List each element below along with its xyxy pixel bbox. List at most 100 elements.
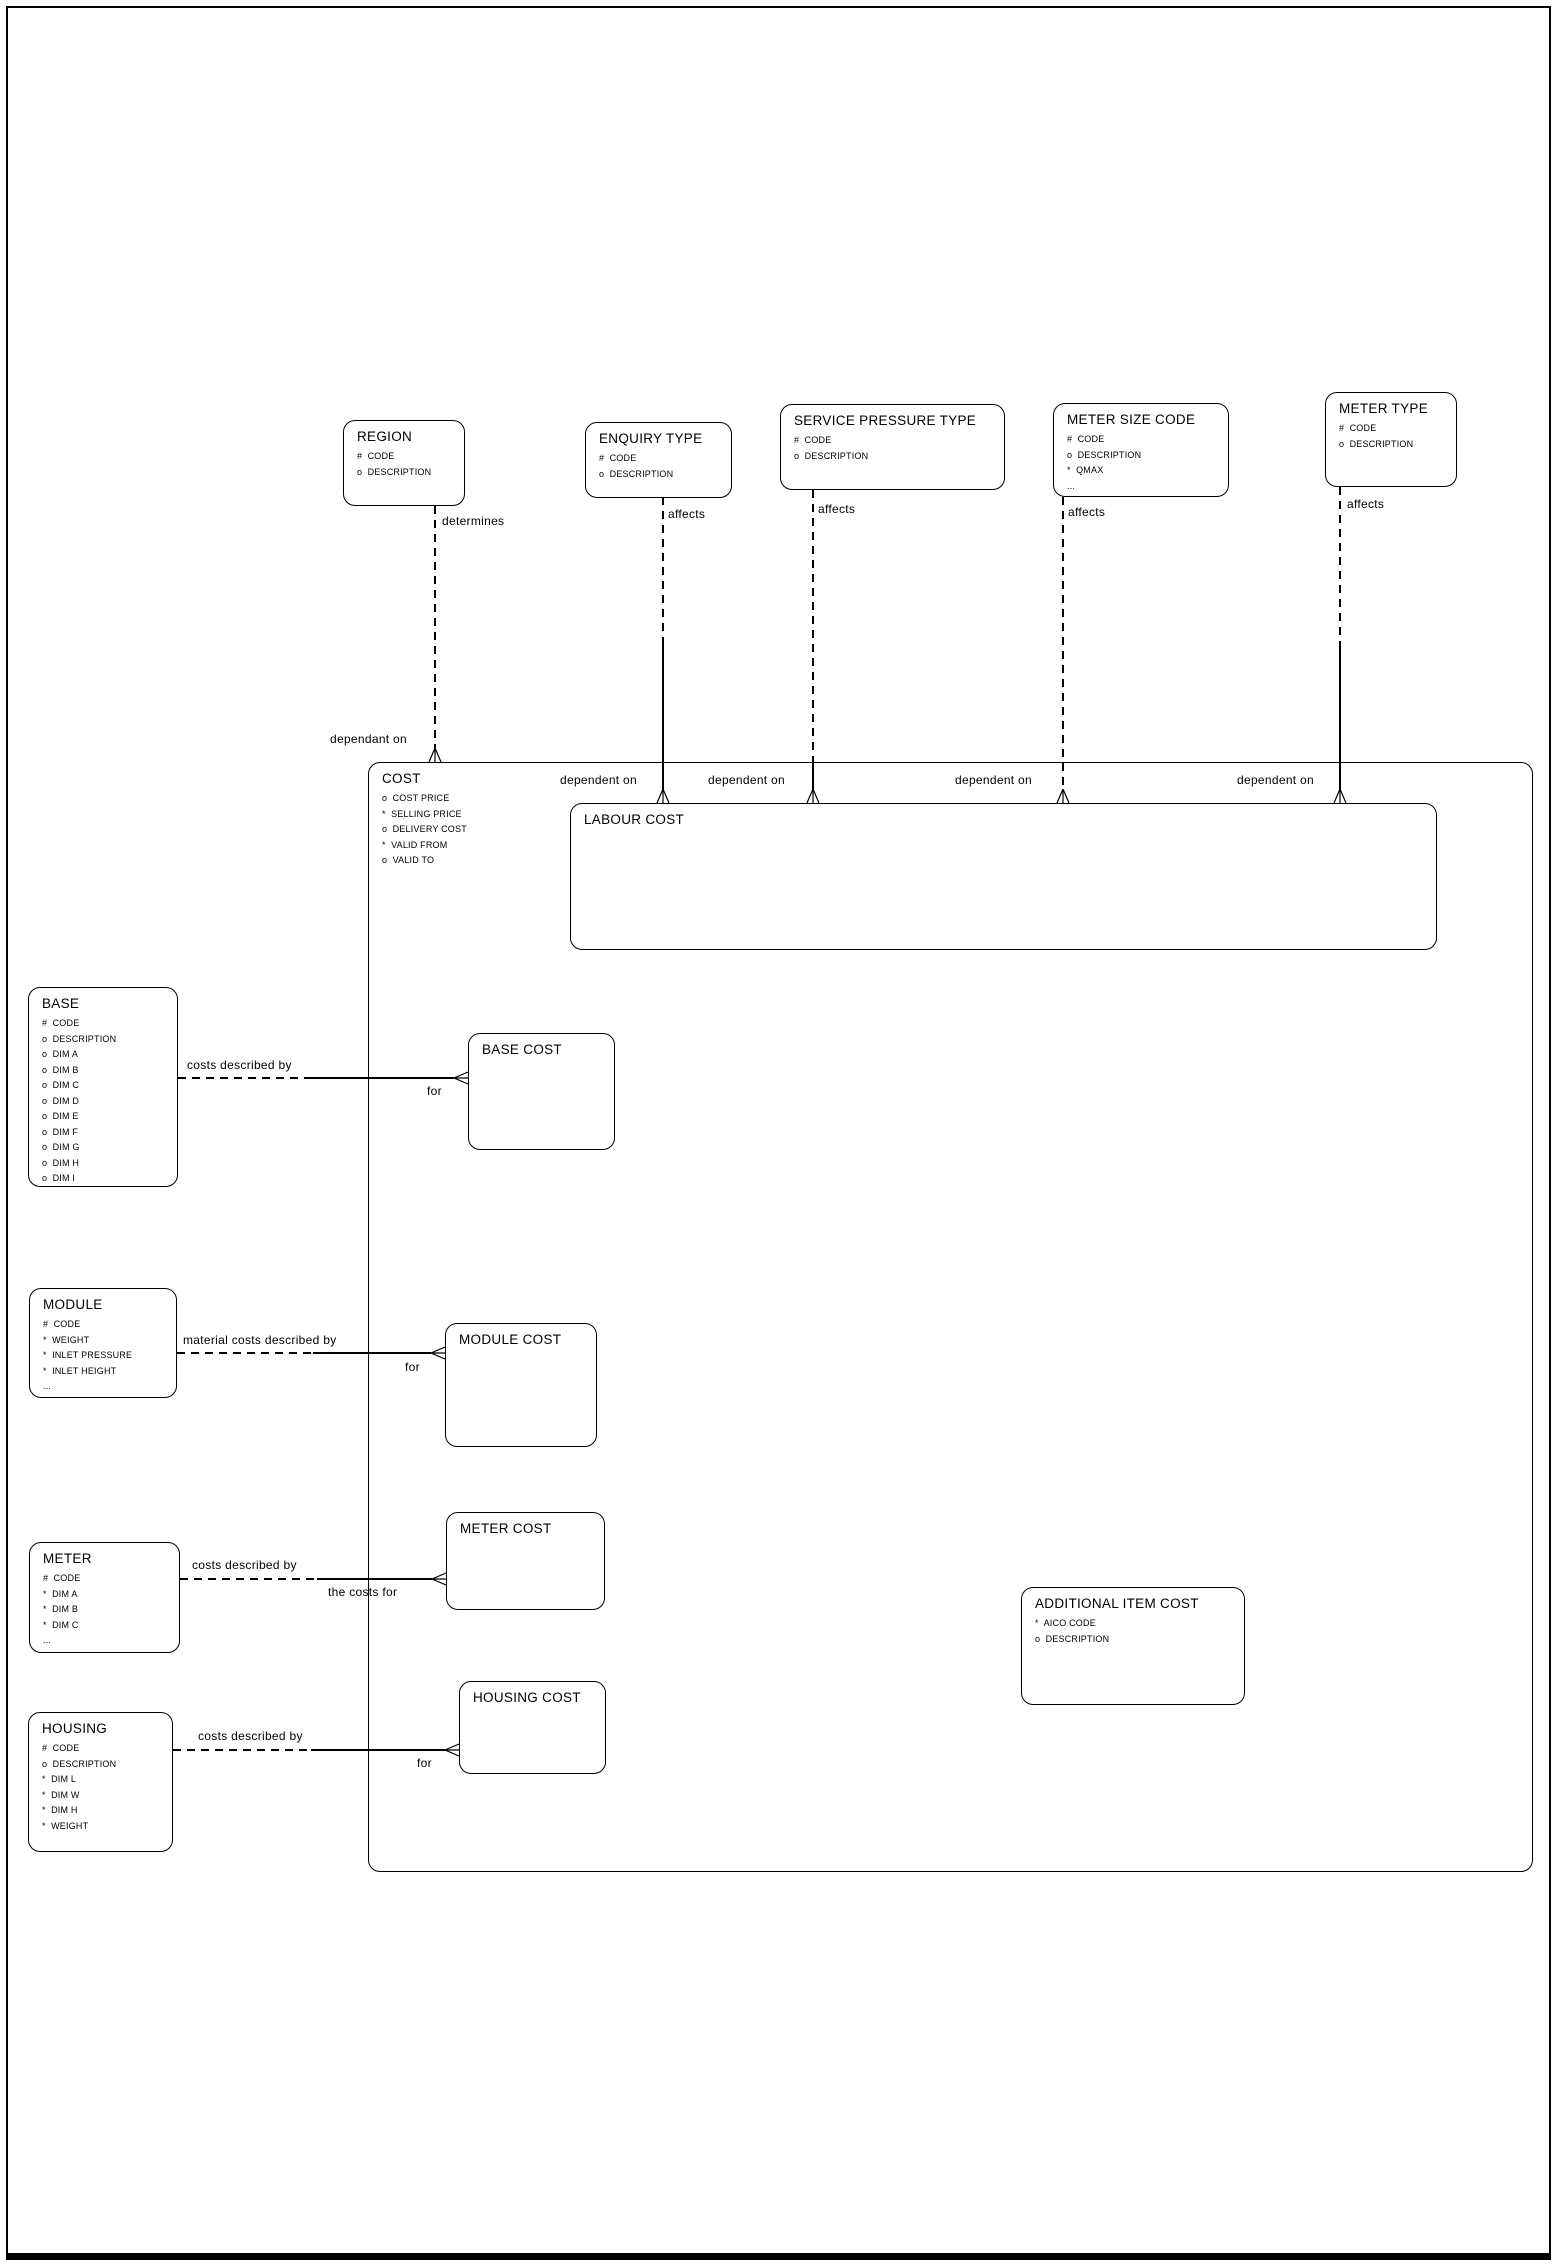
relationship-label: dependant on [330, 732, 408, 746]
entity-attribute: o DIM H [42, 1157, 80, 1168]
entity-attribute: ... [43, 1635, 52, 1645]
relationship-line-housing-housingcost [311, 1749, 445, 1751]
entity-title: HOUSING [42, 1721, 108, 1736]
entity-additional-item-cost[interactable]: ADDITIONAL ITEM COST * AICO CODE o DESCRI… [1021, 1587, 1245, 1705]
entity-title: METER COST [460, 1521, 552, 1536]
relationship-line-enquiry-labour [662, 497, 664, 645]
entity-title: REGION [357, 429, 413, 444]
entity-attribute: * DIM A [43, 1588, 78, 1599]
entity-attribute: * DIM W [42, 1789, 80, 1800]
entity-attribute: * DIM L [42, 1774, 77, 1784]
crow-foot-icon [432, 1572, 446, 1586]
relationship-line-enquiry-labour [662, 645, 664, 790]
entity-attribute: o DESCRIPTION [42, 1758, 117, 1769]
entity-attribute: # CODE [1339, 423, 1377, 433]
entity-meter[interactable]: METER # CODE * DIM A * DIM B * DIM C... [29, 1542, 180, 1653]
relationship-line-meter-type-labour [1339, 643, 1341, 790]
relationship-label: affects [1068, 505, 1106, 519]
entity-title: SERVICE PRESSURE TYPE [794, 413, 977, 428]
relationship-label: material costs described by [183, 1333, 337, 1347]
entity-attribute: # CODE [357, 451, 395, 461]
entity-attribute: * DIM B [43, 1604, 79, 1614]
crow-foot-icon [656, 789, 670, 803]
relationship-line-service-pressure-labour [812, 762, 814, 790]
relationship-label: for [427, 1084, 442, 1098]
entity-title: LABOUR COST [584, 812, 685, 827]
entity-attribute: o DIM I [42, 1173, 76, 1183]
relationship-line-base-basecost [178, 1077, 311, 1079]
entity-attribute: o DIM F [42, 1126, 79, 1137]
entity-attribute: * DIM C [43, 1619, 79, 1630]
entity-attribute: o DIM A [42, 1049, 79, 1059]
entity-title: COST [382, 771, 421, 786]
entity-title: ADDITIONAL ITEM COST [1035, 1596, 1199, 1611]
entity-base-cost[interactable]: BASE COST [468, 1033, 615, 1150]
entity-attribute: o DESCRIPTION [1067, 449, 1142, 460]
entity-attribute: o DIM B [42, 1064, 79, 1075]
entity-title: METER [43, 1551, 92, 1566]
entity-attribute: * DIM H [42, 1805, 78, 1815]
entity-attribute: # CODE [43, 1573, 81, 1583]
relationship-label: costs described by [187, 1058, 292, 1072]
entity-attribute: o DELIVERY COST [382, 824, 467, 834]
crow-foot-icon [1333, 789, 1347, 803]
entity-attribute: ... [43, 1381, 52, 1391]
entity-attribute: ... [1067, 480, 1076, 491]
relationship-line-housing-housingcost [173, 1749, 311, 1751]
entity-module[interactable]: MODULE # CODE * WEIGHT * INLET PRESSURE * I… [29, 1288, 177, 1398]
crow-foot-icon [454, 1071, 468, 1085]
entity-attribute: # CODE [599, 453, 637, 463]
entity-attribute: o COST PRICE [382, 793, 450, 803]
entity-attribute: # CODE [43, 1319, 81, 1329]
relationship-label: affects [818, 502, 856, 516]
entity-title: METER TYPE [1339, 401, 1429, 416]
entity-attribute: o DESCRIPTION [599, 468, 674, 479]
relationship-label: dependent on [1237, 773, 1315, 787]
entity-title: HOUSING COST [473, 1690, 581, 1705]
relationship-line-meter-metercost [180, 1578, 317, 1580]
entity-title: MODULE [43, 1297, 103, 1312]
entity-attribute: o DIM E [42, 1111, 79, 1121]
entity-attribute: * WEIGHT [43, 1334, 90, 1345]
crow-foot-icon [445, 1743, 459, 1757]
crow-foot-icon [806, 789, 820, 803]
entity-attribute: o DIM G [42, 1142, 80, 1152]
relationship-line-meter-size-labour [1062, 497, 1064, 790]
crow-foot-icon [428, 748, 442, 762]
entity-attribute: * SELLING PRICE [382, 808, 462, 819]
relationship-line-module-modulecost [313, 1352, 431, 1354]
relationship-label: costs described by [198, 1729, 303, 1743]
entity-title: MODULE COST [459, 1332, 562, 1347]
entity-attribute: o DESCRIPTION [794, 450, 869, 461]
relationship-label: determines [442, 514, 505, 528]
entity-housing-cost[interactable]: HOUSING COST [459, 1681, 606, 1774]
entity-attribute: * INLET HEIGHT [43, 1365, 117, 1376]
relationship-label: costs described by [192, 1558, 297, 1572]
relationship-line-meter-type-labour [1339, 487, 1341, 643]
entity-attribute: # CODE [42, 1018, 80, 1028]
entity-attribute: * VALID FROM [382, 839, 448, 850]
entity-attribute: o DESCRIPTION [1035, 1633, 1110, 1644]
entity-attribute: o DIM C [42, 1080, 80, 1090]
relationship-line-base-basecost [311, 1077, 454, 1079]
relationship-line-region-cost [434, 506, 436, 749]
entity-module-cost[interactable]: MODULE COST [445, 1323, 597, 1447]
relationship-label: for [417, 1756, 432, 1770]
relationship-label: for [405, 1360, 420, 1374]
relationship-label: dependent on [708, 773, 786, 787]
entity-title: BASE COST [482, 1042, 562, 1057]
crow-foot-icon [431, 1346, 445, 1360]
relationship-line-meter-metercost [317, 1578, 432, 1580]
entity-labour-cost[interactable]: LABOUR COST [570, 803, 1437, 950]
entity-attribute: * AICO CODE [1035, 1618, 1096, 1628]
entity-meter-cost[interactable]: METER COST [446, 1512, 605, 1610]
entity-attribute: * INLET PRESSURE [43, 1350, 133, 1360]
entity-attribute: * WEIGHT [42, 1820, 89, 1831]
